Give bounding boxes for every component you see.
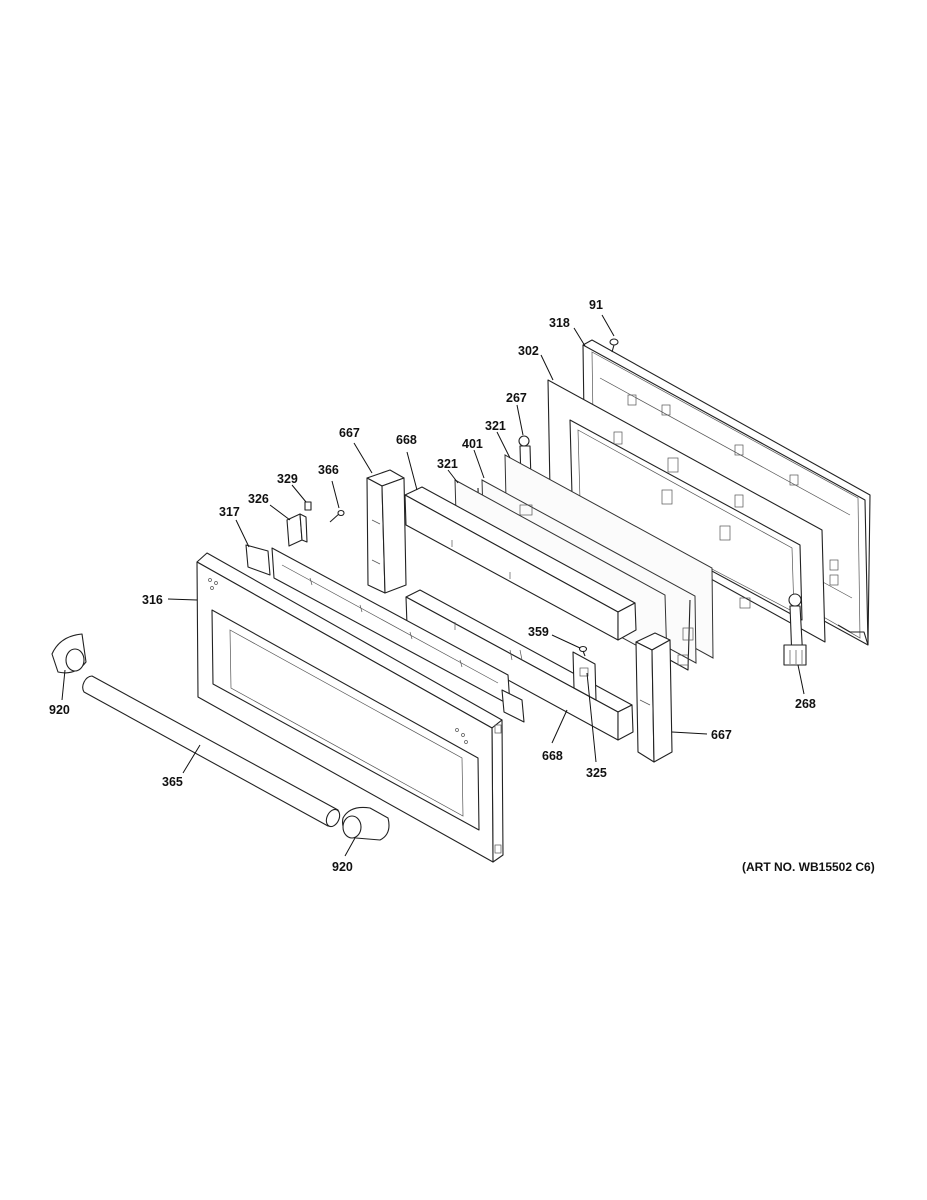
callout-920-left: 920	[49, 703, 70, 717]
callout-267: 267	[506, 391, 527, 405]
callout-667-upper: 667	[339, 426, 360, 440]
part-667-spacer-left	[366, 469, 407, 594]
part-668-rail-upper	[404, 486, 637, 641]
part-667-spacer-right	[635, 632, 673, 763]
callout-321-lower: 321	[437, 457, 458, 471]
callout-316: 316	[142, 593, 163, 607]
callout-329: 329	[277, 472, 298, 486]
part-920-endcap-left	[51, 633, 87, 674]
art-number: (ART NO. WB15502 C6)	[742, 860, 875, 874]
callout-302: 302	[518, 344, 539, 358]
callout-920-right: 920	[332, 860, 353, 874]
callout-326: 326	[248, 492, 269, 506]
part-317-trim-strip	[245, 544, 525, 723]
part-365-handle	[82, 675, 341, 828]
callout-325: 325	[586, 766, 607, 780]
part-326-bracket	[286, 513, 308, 547]
callout-366: 366	[318, 463, 339, 477]
leader-lines	[61, 314, 805, 857]
part-366-screw	[329, 509, 345, 523]
part-359-screw	[578, 645, 588, 657]
callout-668-upper: 668	[396, 433, 417, 447]
part-325-bracket	[572, 651, 597, 701]
part-920-endcap-right	[341, 806, 390, 841]
callout-365: 365	[162, 775, 183, 789]
part-268-hinge	[783, 593, 807, 666]
callout-401: 401	[462, 437, 483, 451]
callout-91: 91	[589, 298, 603, 312]
part-91-screw	[609, 338, 619, 353]
callout-667-lower: 667	[711, 728, 732, 742]
part-302-inner-panel	[547, 379, 826, 643]
callout-321-upper: 321	[485, 419, 506, 433]
callout-268: 268	[795, 697, 816, 711]
callout-668-lower: 668	[542, 749, 563, 763]
callout-317: 317	[219, 505, 240, 519]
callout-labels: 91 318 302 267 321 401 321 668 667 366 3…	[49, 298, 816, 874]
callout-359: 359	[528, 625, 549, 639]
callout-318: 318	[549, 316, 570, 330]
part-316-front-door	[196, 552, 504, 863]
part-329-clip	[304, 501, 312, 511]
